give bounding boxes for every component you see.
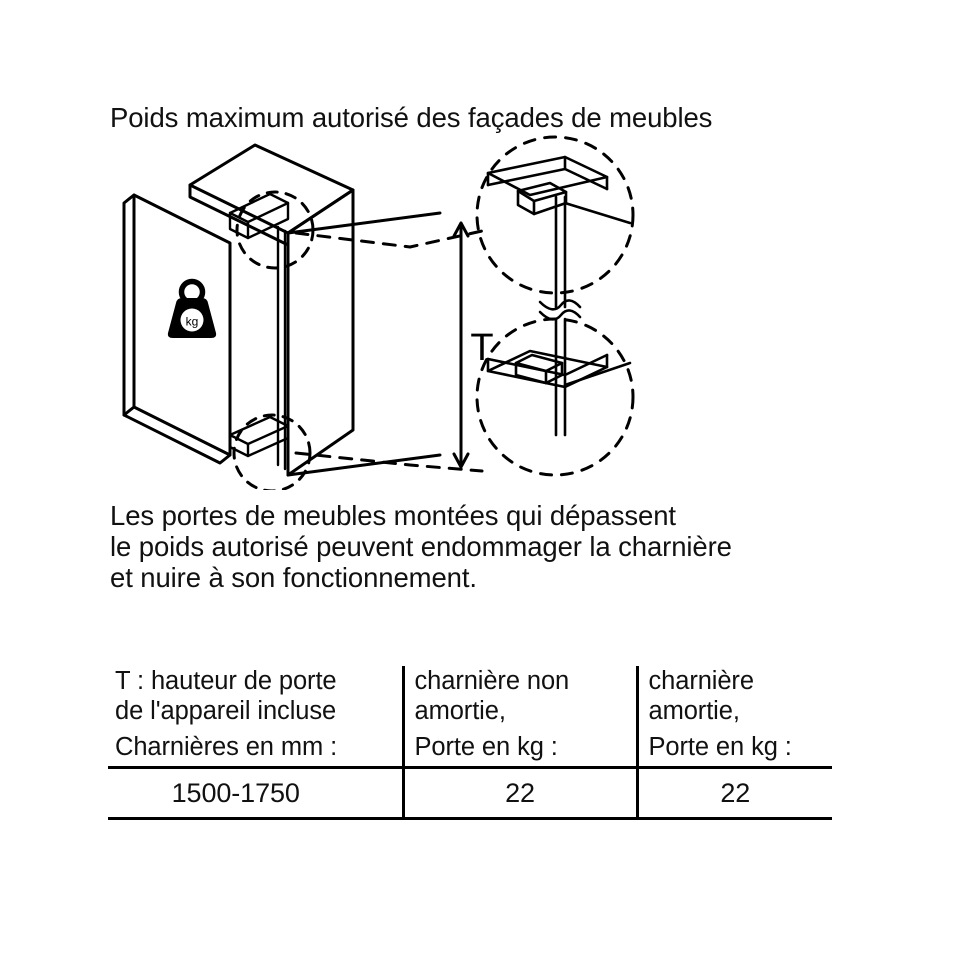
lower-hinge-callout bbox=[475, 317, 635, 477]
header-col2-line3: Porte en kg : bbox=[414, 733, 558, 761]
header-col3-line1: charnière bbox=[648, 667, 755, 695]
cell-non-damped-weight: 22 bbox=[401, 767, 637, 820]
cell-door-height-range: 1500-1750 bbox=[108, 767, 403, 820]
floor-reference-lines bbox=[286, 211, 442, 477]
warning-paragraph: Les portes de meubles montées qui dépass… bbox=[110, 500, 870, 593]
warning-line-2: le poids autorisé peuvent endommager la … bbox=[110, 531, 732, 562]
header-col3-line3: Porte en kg : bbox=[648, 733, 792, 761]
furniture-door-panel bbox=[122, 193, 232, 465]
specification-table: T : hauteur de porte de l'appareil inclu… bbox=[108, 666, 832, 820]
header-col1-line3: Charnières en mm : bbox=[115, 733, 338, 761]
weight-icon-label: kg bbox=[186, 315, 199, 329]
rail-break-symbol bbox=[538, 299, 582, 321]
dimension-arrow-T bbox=[452, 221, 470, 469]
cell-damped-weight: 22 bbox=[635, 767, 832, 820]
header-col1-line2: de l'appareil incluse bbox=[115, 697, 337, 725]
header-col2-line2: amortie, bbox=[414, 697, 506, 725]
header-col3-line2: amortie, bbox=[648, 697, 740, 725]
lower-detail-marker-circle bbox=[232, 413, 312, 490]
upper-hinge-callout bbox=[475, 135, 635, 309]
weight-kg-icon: kg bbox=[167, 278, 217, 338]
table-header-door-height: T : hauteur de porte de l'appareil inclu… bbox=[108, 666, 403, 769]
warning-line-3: et nuire à son fonctionnement. bbox=[110, 562, 477, 593]
warning-line-1: Les portes de meubles montées qui dépass… bbox=[110, 500, 676, 531]
top-hinge-block bbox=[228, 192, 290, 240]
header-col2-line1: charnière non bbox=[414, 667, 570, 695]
table-row: 1500-1750 22 22 bbox=[108, 767, 832, 820]
technical-diagram: kg T bbox=[110, 135, 840, 490]
page-title: Poids maximum autorisé des façades de me… bbox=[110, 102, 713, 133]
table-header-damped-hinge: charnière amortie, Porte en kg : bbox=[635, 666, 832, 769]
table-header-non-damped-hinge: charnière non amortie, Porte en kg : bbox=[401, 666, 637, 769]
table-header-row: T : hauteur de porte de l'appareil inclu… bbox=[108, 666, 832, 769]
appliance-diagram-svg: kg T bbox=[122, 135, 635, 490]
hinge-rail bbox=[276, 225, 287, 471]
callout-leader-lines bbox=[294, 229, 484, 473]
specification-table-container: T : hauteur de porte de l'appareil inclu… bbox=[108, 666, 832, 828]
header-col1-line1: T : hauteur de porte bbox=[115, 667, 337, 695]
dimension-label-T: T bbox=[470, 327, 493, 369]
